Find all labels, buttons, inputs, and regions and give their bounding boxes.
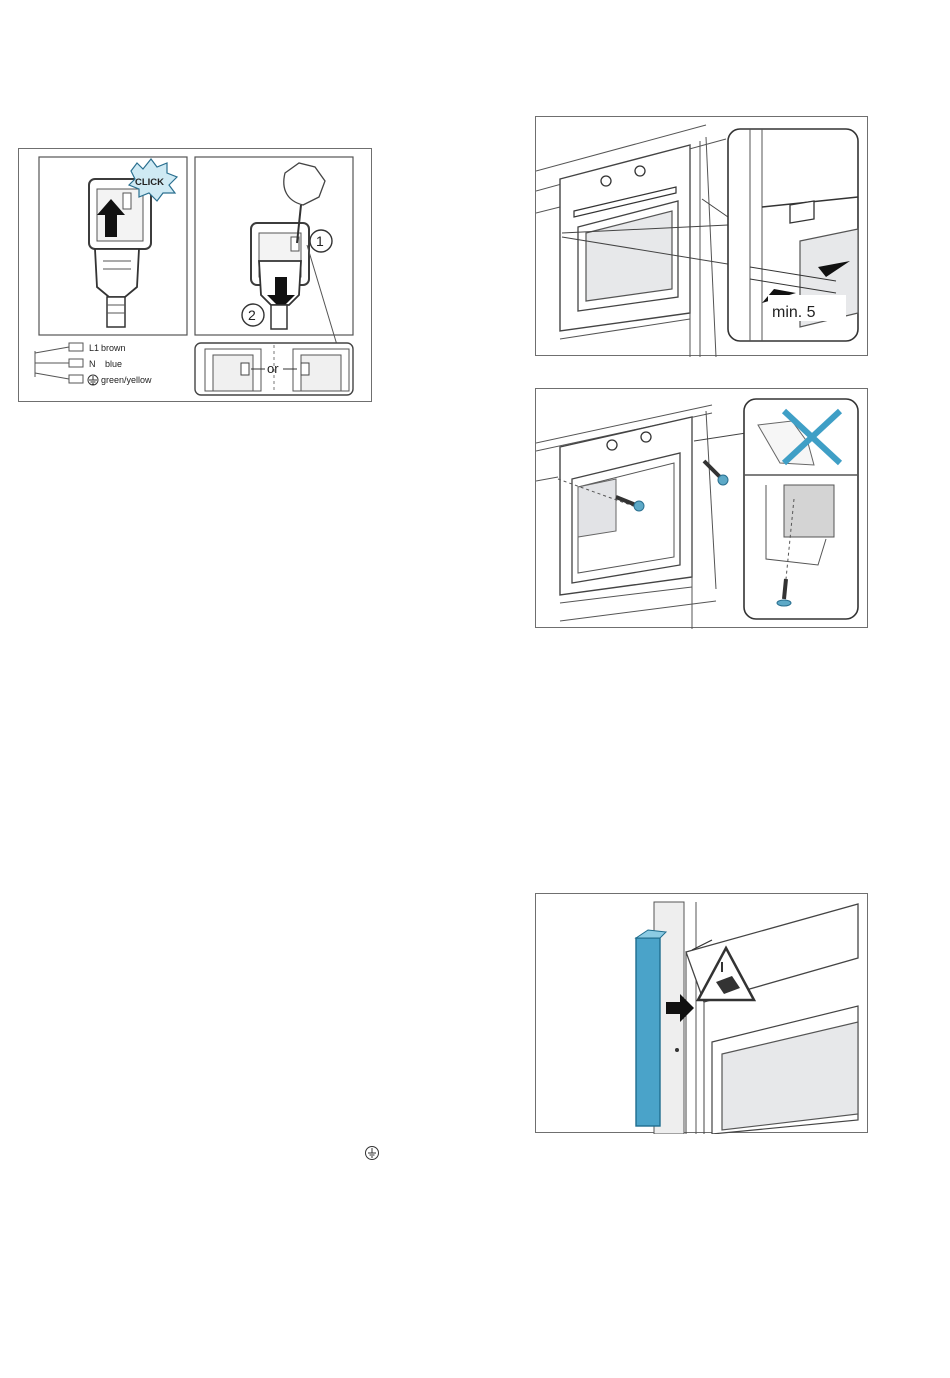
figure-oven-trim xyxy=(535,893,868,1133)
figure-oven-gap: min. 5 xyxy=(535,116,868,356)
oven-screws-diagram xyxy=(536,389,869,629)
earth-ground-icon xyxy=(88,375,98,385)
min-gap-label: min. 5 xyxy=(772,304,816,321)
or-label: or xyxy=(267,361,279,376)
click-label: CLICK xyxy=(135,177,164,188)
wire-n-code: N xyxy=(89,359,96,369)
wire-n-color: blue xyxy=(105,359,122,369)
side-screw-icon xyxy=(704,461,728,485)
oven-gap-diagram: min. 5 xyxy=(536,117,869,357)
figure-oven-screws xyxy=(535,388,868,628)
wire-earth-color: green/yellow xyxy=(101,375,152,385)
oven-trim-diagram xyxy=(536,894,869,1134)
figure-plug-connection: CLICK 1 2 or xyxy=(18,148,372,402)
step-2-label: 2 xyxy=(248,307,256,323)
wire-l1-color: brown xyxy=(101,343,126,353)
ground-icon xyxy=(364,1145,380,1161)
wire-l1-code: L1 xyxy=(89,343,99,353)
plug-diagram: CLICK 1 2 or xyxy=(19,149,373,403)
step-1-label: 1 xyxy=(316,233,324,249)
